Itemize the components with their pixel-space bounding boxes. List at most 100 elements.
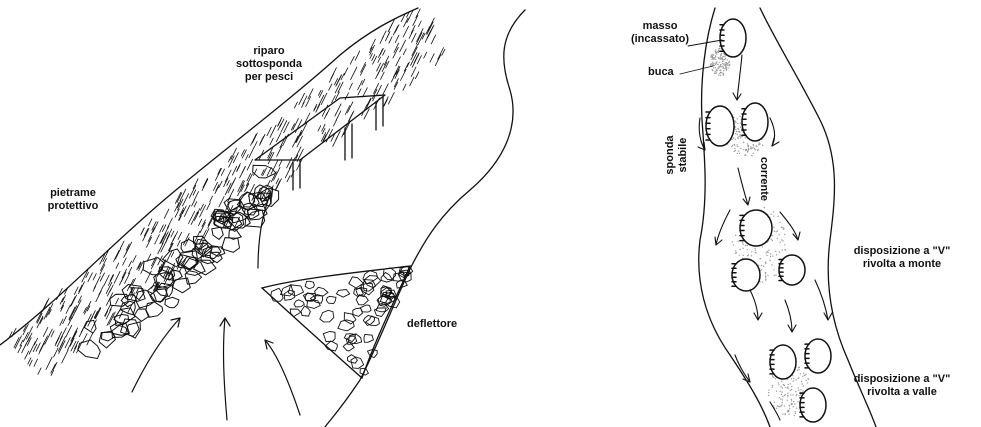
- grass-stroke: [396, 57, 401, 66]
- grass-stroke: [202, 179, 208, 190]
- riprap-stone: [228, 200, 240, 210]
- grass-stroke: [233, 153, 238, 163]
- stipple-dot: [784, 405, 785, 406]
- grass-stroke: [430, 54, 434, 62]
- stipple-dot: [751, 147, 752, 148]
- grass-stroke: [133, 256, 136, 263]
- grass-stroke: [227, 180, 230, 185]
- stipple-dot: [802, 376, 803, 377]
- grass-stroke: [334, 120, 337, 126]
- deflector-stone: [336, 290, 349, 298]
- stipple-dot: [793, 401, 794, 402]
- stipple-dot: [743, 248, 744, 249]
- stipple-dot: [798, 367, 799, 368]
- stipple-dot: [760, 258, 761, 259]
- stipple-dot: [796, 395, 797, 396]
- grass-stroke: [25, 351, 29, 359]
- stipple-dot: [740, 137, 741, 138]
- stipple-dot: [761, 265, 762, 266]
- grass-stroke: [416, 9, 420, 18]
- stipple-dot: [787, 400, 788, 401]
- stipple-dot: [732, 241, 733, 242]
- stipple-dot: [734, 144, 735, 145]
- grass-stroke: [419, 21, 422, 27]
- grass-stroke: [314, 106, 317, 111]
- stipple-dot: [772, 240, 773, 241]
- stipple-dot: [715, 59, 716, 60]
- label-v-valle: disposizione a "V" rivolta a valle: [847, 373, 957, 399]
- grass-stroke: [87, 333, 93, 345]
- stipple-dot: [751, 155, 752, 156]
- grass-stroke: [349, 83, 352, 89]
- grass-stroke: [424, 52, 427, 58]
- grass-stroke: [125, 273, 130, 283]
- stipple-dot: [735, 122, 736, 123]
- stipple-dot: [745, 245, 746, 246]
- deflector-stone: [307, 300, 321, 308]
- stipple-dot: [747, 255, 748, 256]
- stipple-dot: [793, 378, 794, 379]
- stipple-dot: [762, 246, 763, 247]
- stipple-dot: [778, 384, 779, 385]
- stipple-dot: [804, 375, 805, 376]
- stipple-dot: [796, 394, 797, 395]
- stipple-dot: [771, 264, 772, 265]
- grass-stroke: [200, 205, 206, 217]
- grass-stroke: [415, 53, 419, 62]
- stipple-dot: [716, 53, 717, 54]
- stipple-dot: [721, 54, 722, 55]
- grass-stroke: [249, 147, 254, 158]
- stipple-dot: [716, 70, 717, 71]
- grass-stroke: [116, 263, 119, 268]
- stipple-dot: [740, 148, 741, 149]
- grass-stroke: [401, 69, 407, 80]
- grass-stroke: [412, 33, 417, 42]
- stipple-dot: [742, 244, 743, 245]
- grass-stroke: [278, 121, 281, 126]
- stipple-dot: [770, 214, 771, 215]
- stipple-dot: [748, 145, 749, 146]
- stipple-dot: [791, 389, 792, 390]
- stipple-dot: [773, 227, 774, 228]
- grass-stroke: [142, 228, 145, 234]
- stipple-dot: [729, 65, 730, 66]
- stipple-dot: [739, 255, 740, 256]
- stipple-dot: [798, 390, 799, 391]
- grass-stroke: [351, 67, 357, 80]
- label-masso: masso (incassato): [625, 20, 695, 46]
- deflector-stone: [320, 310, 334, 322]
- stipple-dot: [762, 145, 763, 146]
- grass-stroke: [254, 142, 257, 148]
- grass-stroke: [335, 104, 341, 116]
- grass-stroke: [43, 327, 48, 336]
- stipple-dot: [745, 154, 746, 155]
- stipple-dot: [787, 393, 788, 394]
- stipple-dot: [787, 411, 788, 412]
- grass-stroke: [148, 219, 152, 226]
- grass-stroke: [383, 50, 386, 55]
- grass-stroke: [194, 192, 199, 201]
- grass-stroke: [322, 124, 325, 131]
- stipple-dot: [720, 72, 721, 73]
- grass-stroke: [296, 130, 302, 142]
- grass-stroke: [431, 35, 435, 44]
- grass-stroke: [260, 134, 266, 145]
- grass-stroke: [84, 301, 90, 314]
- grass-stroke: [147, 237, 152, 247]
- stipple-dot: [727, 59, 728, 60]
- stipple-dot: [718, 50, 719, 51]
- stipple-dot: [779, 251, 780, 252]
- grass-stroke: [203, 178, 208, 187]
- stipple-dot: [740, 123, 741, 124]
- stipple-dot: [802, 383, 803, 384]
- stipple-dot: [751, 255, 752, 256]
- stipple-dot: [743, 149, 744, 150]
- stipple-dot: [782, 249, 783, 250]
- deflector-stone: [366, 316, 380, 326]
- stipple-dot: [800, 389, 801, 390]
- riprap-stone: [172, 278, 190, 293]
- right-panel-drawing: [680, 8, 876, 427]
- stipple-dot: [761, 269, 762, 270]
- stipple-dot: [766, 255, 767, 256]
